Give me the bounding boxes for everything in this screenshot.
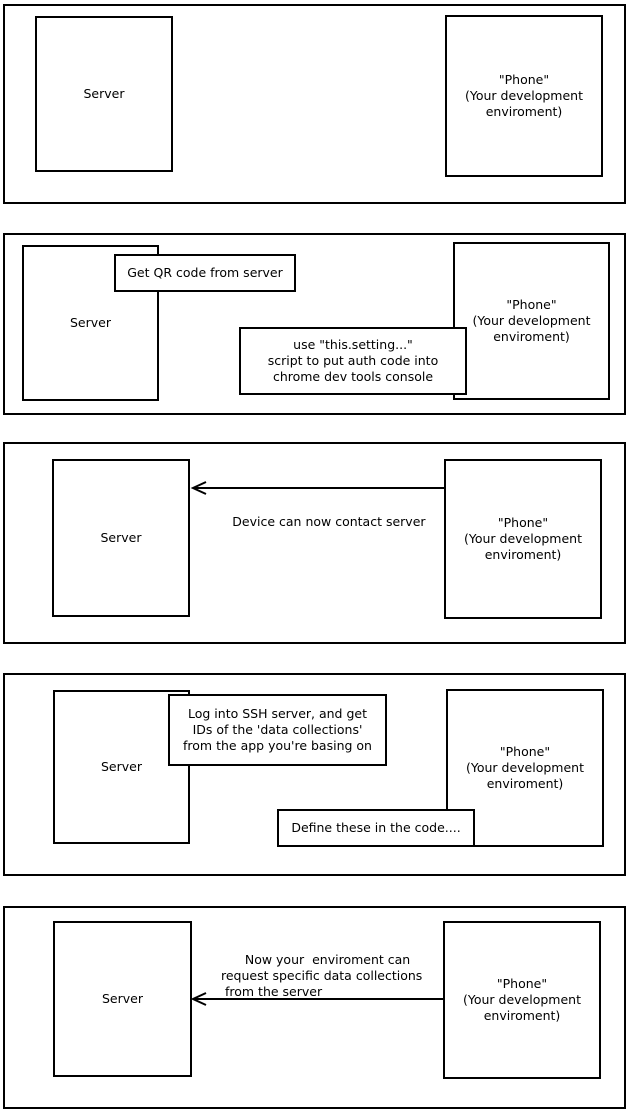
note-auth-script-label: use "this.setting..." script to put auth… [267, 337, 439, 384]
phone-label: "Phone" (Your development enviroment) [472, 297, 591, 344]
server-label: Server [70, 315, 111, 330]
server-label: Server [83, 86, 125, 101]
arrow-label-request-collections: Now your enviroment can request specific… [221, 952, 423, 999]
note-ssh-ids-label: Log into SSH server, and get IDs of the … [183, 706, 372, 753]
phone-label: "Phone" (Your development enviroment) [465, 72, 583, 119]
note-ssh-ids: Log into SSH server, and get IDs of the … [168, 694, 387, 766]
phone-box: "Phone" (Your development enviroment) [453, 242, 610, 400]
note-define-code-label: Define these in the code.... [291, 820, 461, 835]
server-label: Server [101, 759, 142, 774]
panel-2: Server "Phone" (Your development envirom… [3, 233, 626, 415]
server-box: Server [35, 16, 173, 172]
phone-label: "Phone" (Your development enviroment) [463, 976, 581, 1023]
note-auth-script: use "this.setting..." script to put auth… [239, 327, 467, 395]
server-box: Server [53, 921, 192, 1077]
phone-label: "Phone" (Your development enviroment) [464, 515, 582, 562]
note-get-qr-code: Get QR code from server [114, 254, 296, 292]
server-box: Server [52, 459, 190, 617]
panel-5: Server "Phone" (Your development envirom… [3, 906, 626, 1109]
phone-label: "Phone" (Your development enviroment) [466, 744, 584, 791]
arrow-label-device-contact: Device can now contact server [232, 514, 426, 529]
left-arrow-icon [190, 992, 443, 1006]
note-get-qr-code-label: Get QR code from server [127, 265, 283, 280]
panel-1: Server "Phone" (Your development envirom… [3, 4, 626, 204]
phone-box: "Phone" (Your development enviroment) [444, 459, 602, 619]
panel-4: Server "Phone" (Your development envirom… [3, 673, 626, 876]
note-define-code: Define these in the code.... [277, 809, 475, 847]
left-arrow-icon [190, 481, 446, 495]
server-label: Server [100, 530, 142, 545]
phone-box: "Phone" (Your development enviroment) [443, 921, 601, 1079]
phone-box: "Phone" (Your development enviroment) [445, 15, 603, 177]
server-label: Server [102, 991, 143, 1006]
server-box: Server [53, 690, 190, 844]
panel-3: Server "Phone" (Your development envirom… [3, 442, 626, 644]
